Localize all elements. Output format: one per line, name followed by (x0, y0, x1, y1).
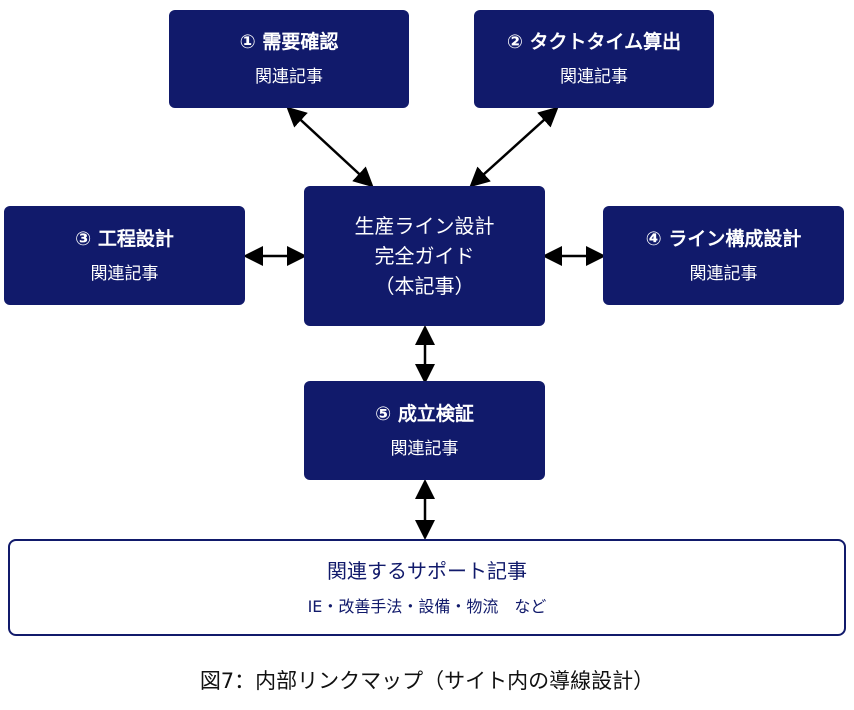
takt-box[interactable]: ② タクトタイム算出 関連記事 (474, 10, 714, 108)
takt-subtitle: 関連記事 (560, 67, 628, 87)
support-articles-box[interactable]: 関連するサポート記事 IE・改善手法・設備・物流 など (8, 539, 846, 636)
process-box[interactable]: ③ 工程設計 関連記事 (4, 206, 245, 305)
figure-caption: 図7：内部リンクマップ（サイト内の導線設計） (199, 669, 655, 693)
verify-box[interactable]: ⑤ 成立検証 関連記事 (304, 381, 545, 480)
center-box[interactable]: 生産ライン設計 完全ガイド （本記事） (304, 186, 545, 326)
demand-title: ① 需要確認 (239, 31, 339, 53)
demand-box[interactable]: ① 需要確認 関連記事 (169, 10, 409, 108)
line-config-box[interactable]: ④ ライン構成設計 関連記事 (603, 206, 844, 305)
demand-subtitle: 関連記事 (255, 67, 323, 87)
center-line2: 完全ガイド (374, 244, 475, 268)
line-config-title: ④ ライン構成設計 (645, 227, 802, 250)
process-title: ③ 工程設計 (75, 227, 174, 250)
support-title: 関連するサポート記事 (327, 558, 527, 583)
line-config-subtitle: 関連記事 (689, 263, 758, 284)
verify-title: ⑤ 成立検証 (375, 402, 474, 425)
support-description: IE・改善手法・設備・物流 など (307, 596, 547, 616)
takt-title: ② タクトタイム算出 (506, 31, 682, 53)
arrow-takt-center (469, 106, 559, 188)
arrow-demand-center (286, 106, 374, 188)
center-line1: 生産ライン設計 (354, 214, 495, 238)
process-subtitle: 関連記事 (90, 263, 159, 284)
center-line3: （本記事） (374, 274, 475, 298)
verify-subtitle: 関連記事 (390, 438, 459, 459)
